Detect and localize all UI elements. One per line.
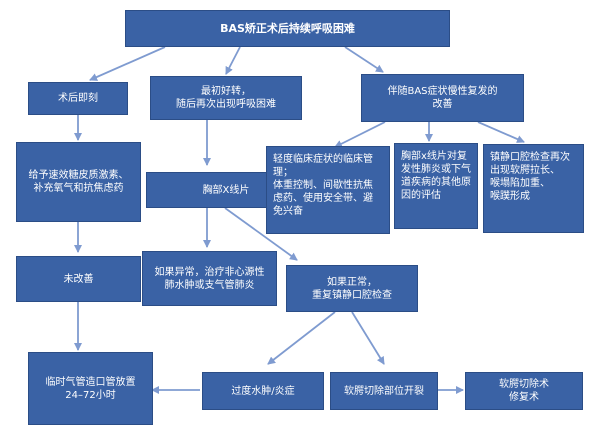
box-if-normal: 如果正常， 重复镇静口腔检查 <box>286 265 418 312</box>
arrow-chronic-sedated <box>477 121 525 143</box>
box-temporary-tracheostomy: 临时气管造口管放置 24–72小时 <box>28 352 153 425</box>
box-chest-xray-review: 胸部x线片对复 发性肺炎或下气 道疾病的其他原 因的评估 <box>394 143 478 229</box>
box-initial-improvement: 最初好转， 随后再次出现呼吸困难 <box>150 76 302 120</box>
box-excess-edema: 过度水肿/炎症 <box>202 372 324 410</box>
box-mild-clinical-management: 轻度临床症状的临床管理； 体重控制、间歇性抗焦 虑药、使用安全带、避 免兴奋 <box>266 146 390 234</box>
title-box: BAS矫正术后持续呼吸困难 <box>125 10 450 47</box>
arrow-normal-edema <box>267 311 336 365</box>
box-chronic-recurrence: 伴随BAS症状慢性复发的 改善 <box>361 74 524 122</box>
box-sedated-oral-exam: 镇静口腔检查再次 出现软腭拉长、 喉塌陷加重、 喉蹼形成 <box>483 144 584 233</box>
box-immediate: 术后即刻 <box>28 82 128 115</box>
arrow-title-immediate <box>89 46 166 81</box>
box-if-abnormal: 如果异常，治疗非心源性 肺水肿或支气管肺炎 <box>142 251 277 306</box>
box-soft-palate-dehiscence: 软腭切除部位开裂 <box>330 372 438 410</box>
box-soft-palate-repair: 软腭切除术 修复术 <box>465 372 583 410</box>
arrow-title-initial <box>225 46 241 75</box>
box-steroids-oxygen: 给予速效糖皮质激素、 补充氧气和抗焦虑药 <box>16 142 141 222</box>
arrow-xray-normal <box>224 207 298 261</box>
arrow-title-chronic <box>344 46 384 73</box>
arrow-chronic-mild <box>334 121 386 148</box>
box-not-improved: 未改善 <box>16 256 141 302</box>
arrow-normal-dehiscence <box>351 311 385 365</box>
